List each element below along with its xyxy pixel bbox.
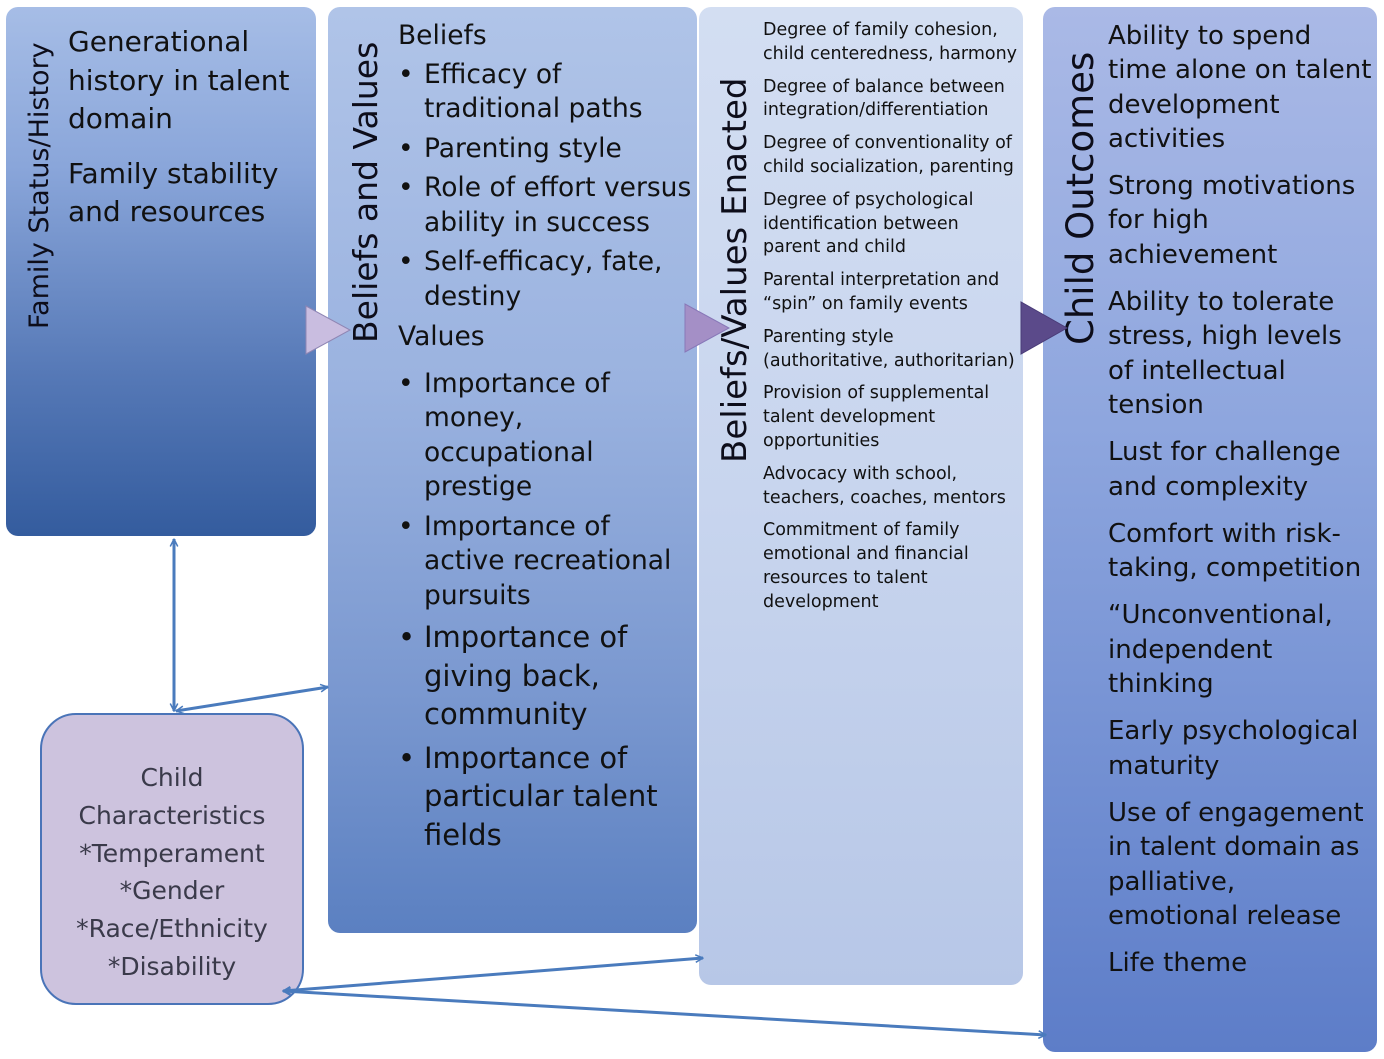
belief-item: Role of effort versus ability in success	[398, 171, 693, 240]
beliefs-values-box: Beliefs and Values Beliefs Efficacy of t…	[328, 7, 697, 933]
value-item: Importance of giving back, community	[398, 618, 693, 734]
enacted-item: Advocacy with school, teachers, coaches,…	[763, 463, 1006, 508]
child-characteristics-line: *Race/Ethnicity	[76, 914, 268, 944]
child-characteristics-line: *Gender	[119, 876, 225, 906]
arrow-child-to-outcomes	[283, 991, 1046, 1035]
beliefs-values-content: Beliefs Efficacy of traditional paths Pa…	[398, 19, 693, 859]
family-status-box: Family Status/History Generational histo…	[6, 7, 316, 536]
child-characteristics-box: Child Characteristics *Temperament *Gend…	[40, 713, 304, 1005]
child-characteristics-line: Child	[140, 763, 204, 792]
arrow-child-to-enacted	[283, 958, 703, 991]
value-item: Importance of money, occupational presti…	[398, 367, 693, 505]
outcome-item: Strong motivations for high achievement	[1108, 171, 1356, 270]
family-status-items: Generational history in talent domain Fa…	[68, 23, 313, 248]
enacted-item: Parental interpretation and “spin” on fa…	[763, 270, 1000, 314]
child-outcomes-box: Child Outcomes Ability to spend time alo…	[1043, 7, 1377, 1052]
enacted-item: Degree of family cohesion, child centere…	[763, 20, 1018, 64]
beliefs-enacted-items: Degree of family cohesion, child centere…	[763, 19, 1018, 624]
outcome-item: Lust for challenge and complexity	[1108, 437, 1341, 502]
belief-item: Parenting style	[398, 132, 693, 167]
family-status-item: Family stability and resources	[68, 156, 279, 229]
value-item: Importance of active recreational pursui…	[398, 510, 693, 614]
enacted-item: Degree of balance between integration/di…	[763, 76, 1005, 121]
chevron-arrow-1	[305, 305, 352, 355]
value-item: Importance of particular talent fields	[398, 739, 693, 855]
enacted-item: Provision of supplemental talent develop…	[763, 383, 990, 451]
enacted-item: Degree of psychological identification b…	[763, 189, 974, 258]
outcome-item: Life theme	[1108, 948, 1248, 979]
enacted-item: Parenting style (authoritative, authorit…	[763, 326, 1015, 371]
outcome-item: Comfort with risk-taking, competition	[1108, 518, 1362, 584]
chevron-arrow-2	[684, 303, 731, 353]
outcome-item: Early psychological maturity	[1108, 716, 1359, 781]
enacted-item: Degree of conventionality of child socia…	[763, 133, 1014, 177]
enacted-item: Commitment of family emotional and finan…	[763, 520, 969, 612]
outcome-item: Ability to tolerate stress, high levels …	[1108, 287, 1342, 420]
values-heading: Values	[398, 321, 485, 352]
outcome-item: Ability to spend time alone on talent de…	[1108, 21, 1372, 154]
family-status-item: Generational history in talent domain	[68, 25, 290, 135]
beliefs-list: Efficacy of traditional paths Parenting …	[398, 58, 693, 315]
belief-item: Self-efficacy, fate, destiny	[398, 245, 693, 314]
beliefs-heading: Beliefs	[398, 20, 487, 51]
outcome-item: “Unconventional, independent thinking	[1108, 600, 1333, 700]
outcome-item: Use of engagement in talent domain as pa…	[1108, 797, 1364, 931]
chevron-arrow-3	[1020, 301, 1069, 355]
beliefs-enacted-box: Beliefs/Values Enacted Degree of family …	[699, 7, 1023, 985]
arrow-child-to-beliefs	[176, 687, 328, 711]
child-outcomes-items: Ability to spend time alone on talent de…	[1108, 19, 1373, 993]
child-characteristics-line: Characteristics	[78, 800, 266, 830]
values-list: Importance of money, occupational presti…	[398, 367, 693, 855]
child-characteristics-line: *Temperament	[79, 838, 265, 868]
child-characteristics-line: *Disability	[107, 951, 237, 981]
belief-item: Efficacy of traditional paths	[398, 58, 693, 127]
